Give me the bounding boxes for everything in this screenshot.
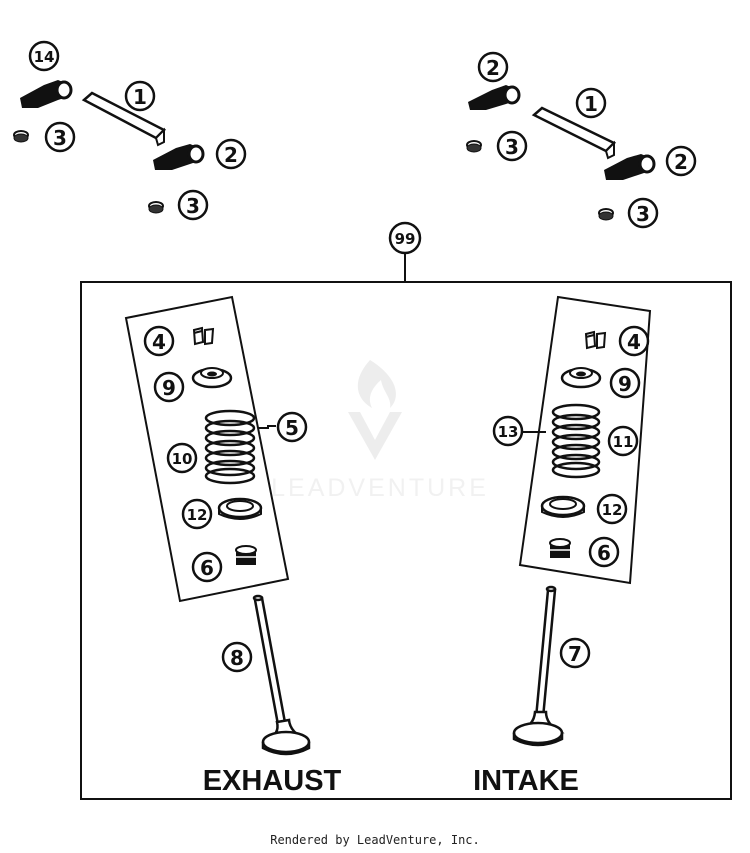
exhaust-parts-panel bbox=[124, 295, 290, 603]
svg-text:3: 3 bbox=[53, 126, 67, 150]
exhaust-spring-retainer-9 bbox=[191, 367, 233, 389]
svg-text:3: 3 bbox=[505, 135, 519, 159]
left-washer-3b bbox=[148, 201, 164, 214]
exhaust-valve-keepers-4 bbox=[192, 326, 215, 346]
callout-7: 7 bbox=[559, 637, 591, 669]
callout-4-intake: 4 bbox=[618, 325, 650, 357]
svg-text:5: 5 bbox=[285, 416, 299, 440]
intake-valve-spring-11 bbox=[551, 403, 601, 479]
callout-4-exhaust: 4 bbox=[143, 325, 175, 357]
callout-2-left: 2 bbox=[215, 138, 247, 170]
callout-13: 13 bbox=[492, 415, 524, 447]
callout-9-intake: 9 bbox=[609, 367, 641, 399]
exhaust-valve-spring-10 bbox=[204, 409, 256, 485]
svg-text:10: 10 bbox=[172, 450, 193, 468]
callout-1-right: 1 bbox=[575, 87, 607, 119]
left-washer-3a bbox=[13, 130, 29, 143]
right-rocker-arm-2a bbox=[468, 85, 521, 110]
svg-text:2: 2 bbox=[224, 143, 238, 167]
exhaust-label: EXHAUST bbox=[203, 765, 342, 797]
leadventure-watermark-logo: LEADVENTURE bbox=[271, 360, 489, 502]
svg-text:3: 3 bbox=[636, 202, 650, 226]
leader-5 bbox=[258, 425, 276, 429]
callout-3-left-a: 3 bbox=[44, 121, 76, 153]
svg-text:4: 4 bbox=[152, 330, 166, 354]
svg-text:4: 4 bbox=[627, 330, 641, 354]
intake-valve-keepers-4 bbox=[584, 330, 607, 350]
callout-2-right-a: 2 bbox=[477, 51, 509, 83]
intake-label: INTAKE bbox=[473, 765, 579, 797]
callout-99: 99 bbox=[388, 221, 422, 255]
right-washer-3a bbox=[466, 140, 482, 153]
callout-3-left-b: 3 bbox=[177, 189, 209, 221]
svg-text:1: 1 bbox=[584, 92, 598, 116]
intake-spring-seat-12 bbox=[540, 495, 586, 518]
intake-valve-stem-seal-6 bbox=[549, 538, 571, 558]
svg-text:6: 6 bbox=[200, 556, 214, 580]
right-rocker-arm-2b bbox=[604, 154, 656, 180]
watermark-text: LEADVENTURE bbox=[271, 474, 489, 502]
svg-text:11: 11 bbox=[613, 433, 634, 451]
callout-3-right-b: 3 bbox=[627, 197, 659, 229]
intake-parts-panel bbox=[518, 295, 652, 585]
callout-12-exhaust: 12 bbox=[181, 498, 213, 530]
svg-text:9: 9 bbox=[618, 372, 632, 396]
callout-6-exhaust: 6 bbox=[191, 551, 223, 583]
callout-11: 11 bbox=[607, 425, 639, 457]
footer-credit: Rendered by LeadVenture, Inc. bbox=[270, 833, 480, 847]
svg-text:12: 12 bbox=[602, 501, 623, 519]
callout-5: 5 bbox=[276, 411, 308, 443]
exhaust-spring-seat-12 bbox=[217, 497, 263, 520]
callout-3-right-a: 3 bbox=[496, 130, 528, 162]
right-washer-3b bbox=[598, 208, 614, 221]
svg-text:2: 2 bbox=[486, 56, 500, 80]
left-rocker-arm-14 bbox=[20, 80, 73, 108]
svg-text:3: 3 bbox=[186, 194, 200, 218]
callout-9-exhaust: 9 bbox=[153, 371, 185, 403]
callout-2-right-b: 2 bbox=[665, 145, 697, 177]
svg-text:7: 7 bbox=[568, 642, 582, 666]
callout-14: 14 bbox=[28, 40, 60, 72]
left-rocker-shaft-1 bbox=[81, 91, 167, 147]
svg-text:6: 6 bbox=[597, 541, 611, 565]
exhaust-valve-stem-seal-6 bbox=[235, 545, 257, 565]
intake-spring-retainer-9 bbox=[560, 367, 602, 389]
svg-text:9: 9 bbox=[162, 376, 176, 400]
intake-valve-7 bbox=[512, 585, 565, 747]
left-rocker-arm-2 bbox=[153, 144, 205, 170]
svg-text:13: 13 bbox=[498, 423, 519, 441]
exhaust-valve-8 bbox=[252, 594, 311, 756]
callout-1-left: 1 bbox=[124, 80, 156, 112]
callout-8: 8 bbox=[221, 641, 253, 673]
svg-text:8: 8 bbox=[230, 646, 244, 670]
callout-6-intake: 6 bbox=[588, 536, 620, 568]
callout-10: 10 bbox=[166, 442, 198, 474]
right-rocker-shaft-1 bbox=[531, 106, 617, 160]
svg-text:12: 12 bbox=[187, 506, 208, 524]
svg-text:99: 99 bbox=[395, 230, 416, 248]
svg-text:1: 1 bbox=[133, 85, 147, 109]
svg-text:2: 2 bbox=[674, 150, 688, 174]
svg-text:14: 14 bbox=[34, 48, 55, 66]
callout-12-intake: 12 bbox=[596, 493, 628, 525]
